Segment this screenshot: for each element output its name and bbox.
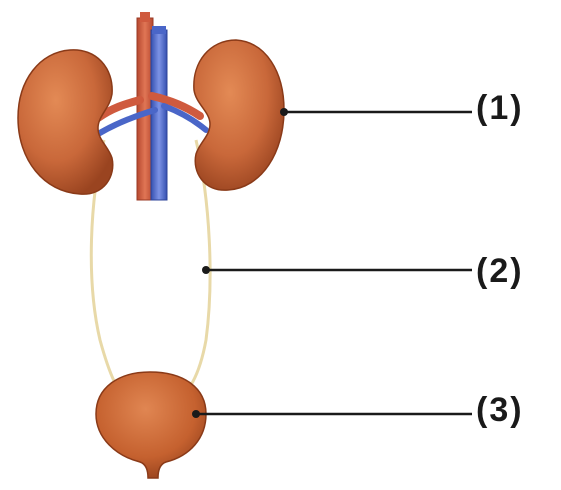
left-kidney — [18, 50, 113, 194]
label-ureter: (2) — [476, 254, 524, 288]
vena-cava — [151, 30, 167, 200]
bladder — [96, 372, 206, 478]
leader-dot-ureter — [202, 266, 210, 274]
leader-dot-kidney — [280, 108, 288, 116]
leader-dot-bladder — [192, 410, 200, 418]
vein-top — [152, 26, 166, 34]
right-kidney — [194, 40, 284, 190]
vessel-top — [140, 12, 150, 22]
label-bladder: (3) — [476, 393, 524, 427]
label-kidney: (1) — [476, 91, 524, 125]
